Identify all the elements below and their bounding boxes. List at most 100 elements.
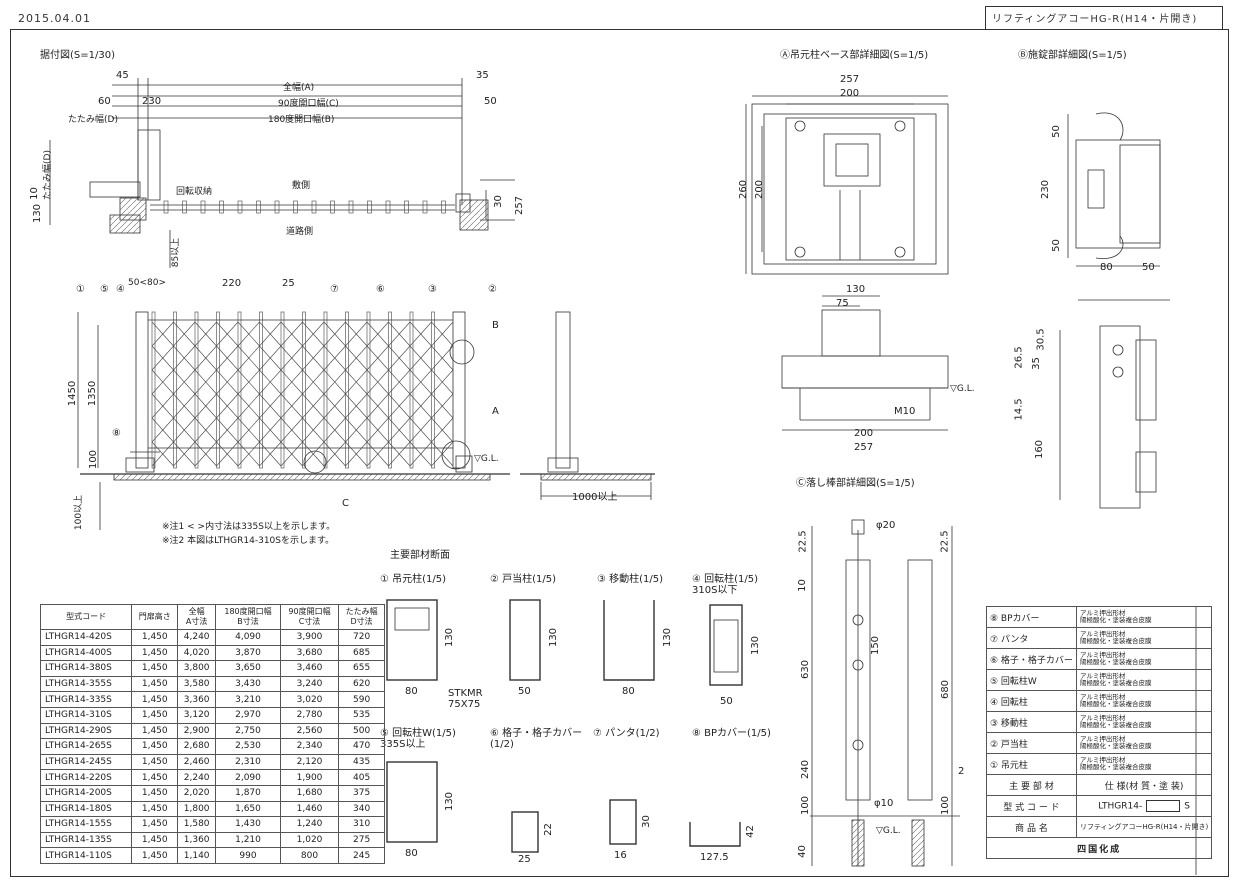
plan-slat (237, 200, 243, 214)
part-spec: アルミ押出形材 陽極酸化・塗装複合皮膜 (1075, 648, 1213, 670)
section-label: ⑥ 格子・格子カバー (1/2) (490, 728, 583, 750)
pantograph-link (173, 345, 196, 371)
pantograph-link (194, 393, 217, 419)
pantograph-link (151, 369, 174, 395)
pantograph-link (259, 321, 282, 347)
pantograph-link (259, 441, 282, 467)
pantograph-link (345, 369, 368, 395)
pantograph-link (388, 417, 411, 443)
model-table-header-cell: 90度開口幅 C寸法 (279, 604, 340, 630)
elev-n4: ④ (116, 284, 125, 295)
pantograph-link (237, 321, 260, 347)
model-code-cell: LTHGR14-290S (39, 722, 133, 740)
c-phi20: φ20 (876, 520, 896, 531)
pantograph-link (388, 345, 411, 371)
plan-slat (348, 200, 354, 214)
section-dimension: 130 (548, 627, 560, 648)
pantograph-link (302, 441, 325, 467)
plan-slat (200, 200, 206, 214)
pantograph-link (345, 345, 368, 371)
lattice-bar (237, 311, 242, 469)
pantograph-link (151, 417, 174, 443)
plan-embed: 85以上 (171, 237, 182, 268)
pantograph-link (302, 345, 325, 371)
pantograph-link (302, 321, 325, 347)
table-cell: 1,430 (215, 816, 281, 833)
pantograph-link (151, 441, 174, 467)
b-d35: 35 (1030, 357, 1042, 370)
model-code-cell: LTHGR14-200S (39, 784, 133, 802)
drawing-date: 2015.04.01 (18, 12, 91, 25)
b-d50b: 50 (1050, 239, 1062, 252)
table-cell: 3,430 (215, 675, 281, 693)
pantograph-link (151, 321, 174, 347)
pantograph-link (431, 393, 454, 419)
part-spec: アルミ押出形材 陽極酸化・塗装複合皮膜 (1075, 711, 1213, 733)
finish-label: 仕 様(材 質・塗 装) (1075, 774, 1213, 796)
table-cell: 2,020 (177, 784, 217, 802)
table-cell: 800 (279, 847, 340, 864)
table-cell: 1,450 (131, 660, 179, 677)
table-cell: 1,450 (131, 847, 179, 864)
parts-footer-row: 主 要 部 材 仕 様(材 質・塗 装) (986, 774, 1213, 796)
pantograph-link (388, 393, 411, 419)
model-code-cell: LTHGR14-310S (39, 706, 133, 724)
table-cell: 3,800 (177, 660, 217, 677)
pantograph-link (431, 321, 454, 347)
pantograph-link (388, 441, 411, 467)
table-cell: 685 (338, 644, 385, 662)
table-cell: 3,240 (279, 675, 340, 693)
model-table-header-cell: 型式コード (39, 604, 133, 630)
table-cell: 3,900 (279, 629, 340, 646)
a-gl: ▽G.L. (950, 384, 975, 394)
model-code-cell: LTHGR14-220S (39, 769, 133, 786)
plan-d230: 230 (142, 96, 162, 107)
elevation-view (77, 311, 655, 530)
pantograph-link (173, 441, 196, 467)
b-d230: 230 (1040, 179, 1052, 200)
section-dimension: 130 (444, 791, 456, 812)
pantograph-link (216, 417, 239, 443)
section-dimension: 50 (720, 696, 733, 707)
part-name: ⑦ パンタ (986, 627, 1077, 649)
pantograph-link (259, 369, 282, 395)
pantograph-link (366, 345, 389, 371)
sections-title: 主要部材断面 (390, 550, 450, 561)
lattice-bar (259, 311, 263, 469)
table-cell: 1,870 (215, 784, 281, 802)
plan-fold-width: たたみ幅(D) (68, 115, 118, 125)
a-d257: 257 (840, 74, 860, 85)
c-d630: 630 (800, 659, 812, 680)
elev-n6: ⑥ (376, 284, 385, 295)
table-cell: 535 (338, 706, 385, 724)
parts-row: ⑧ BPカバーアルミ押出形材 陽極酸化・塗装複合皮膜 (986, 606, 1213, 628)
section-dimension: 130 (662, 627, 674, 648)
table-cell: 3,870 (215, 644, 281, 662)
model-code-cell: LTHGR14-400S (39, 644, 133, 662)
pantograph-link (366, 369, 389, 395)
lattice-bar (280, 311, 285, 469)
table-cell: 1,210 (215, 831, 281, 849)
table-cell: 1,450 (131, 644, 179, 662)
part-name: ② 戸当柱 (986, 732, 1077, 754)
pantograph-link (345, 321, 368, 347)
plan-slat (385, 200, 391, 214)
part-spec: アルミ押出形材 陽極酸化・塗装複合皮膜 (1075, 669, 1213, 691)
elev-d50-80: 50<80> (128, 278, 166, 288)
parts-row: ② 戸当柱アルミ押出形材 陽極酸化・塗装複合皮膜 (986, 732, 1213, 754)
elev-bubble-b: B (492, 320, 499, 331)
pantograph-link (431, 369, 454, 395)
plan-slat (404, 200, 409, 214)
pantograph-link (302, 369, 325, 395)
table-cell: 1,240 (279, 816, 340, 833)
plan-slat (422, 200, 428, 214)
table-cell: 1,800 (177, 800, 217, 818)
table-cell: 3,680 (279, 644, 340, 662)
table-cell: 405 (338, 769, 385, 786)
table-cell: 620 (338, 675, 385, 693)
detail-a-plan (745, 95, 949, 275)
a-d130: 130 (846, 284, 866, 295)
